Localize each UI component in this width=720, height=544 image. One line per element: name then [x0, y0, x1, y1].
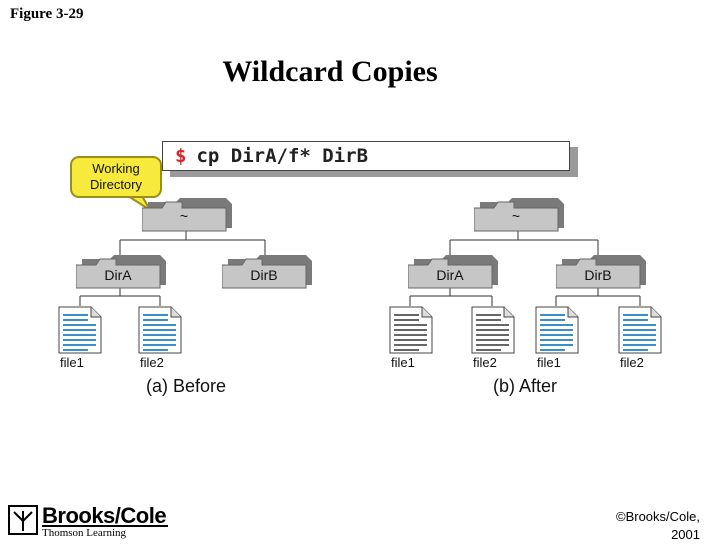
document-icon [535, 306, 579, 358]
document-icon [471, 306, 515, 358]
folder-icon: ~ [473, 198, 564, 236]
file-label: file2 [620, 355, 644, 370]
file-label: file1 [537, 355, 561, 370]
file-label: file2 [140, 355, 164, 370]
callout-line2: Directory [89, 177, 142, 192]
folder-label-dirb-after: DirB [584, 267, 612, 283]
folder-label-root-before: ~ [179, 208, 189, 224]
copyright-line1: ©Brooks/Cole, [616, 509, 700, 524]
brand-subtitle: Thomson Learning [42, 527, 127, 539]
folder-icon: DirB [221, 255, 312, 293]
folder-label-dirb-before: DirB [250, 267, 278, 283]
folder-label-dira-before: DirA [104, 267, 132, 283]
folder-icon: DirA [75, 255, 166, 293]
working-directory-callout: Working Directory [70, 156, 162, 198]
folder-icon: ~ [141, 198, 232, 236]
command-prompt: $ [175, 145, 187, 167]
folder-icon: DirA [407, 255, 498, 293]
brand-divider [42, 525, 168, 527]
document-icon [138, 306, 182, 358]
file-label: file1 [391, 355, 415, 370]
figure-label: Figure 3-29 [10, 6, 84, 22]
page-title: Wildcard Copies [222, 55, 438, 88]
command-bar: $ cp DirA/f* DirB [162, 141, 570, 171]
callout-line1: Working [92, 161, 140, 176]
folder-icon: DirB [555, 255, 646, 293]
document-icon [618, 306, 662, 358]
caption-after: (b) After [493, 376, 558, 396]
brand-name: Brooks/Cole [42, 503, 167, 528]
command-text: cp DirA/f* DirB [196, 145, 369, 167]
copyright: ©Brooks/Cole, 2001 [616, 508, 700, 544]
brooks-cole-tree-logo [8, 505, 38, 535]
folder-label-dira-after: DirA [436, 267, 464, 283]
copyright-line2: 2001 [671, 527, 700, 542]
file-label: file2 [473, 355, 497, 370]
file-label: file1 [60, 355, 84, 370]
folder-label-root-after: ~ [511, 208, 521, 224]
caption-before: (a) Before [146, 376, 227, 396]
document-icon [389, 306, 433, 358]
document-icon [58, 306, 102, 358]
